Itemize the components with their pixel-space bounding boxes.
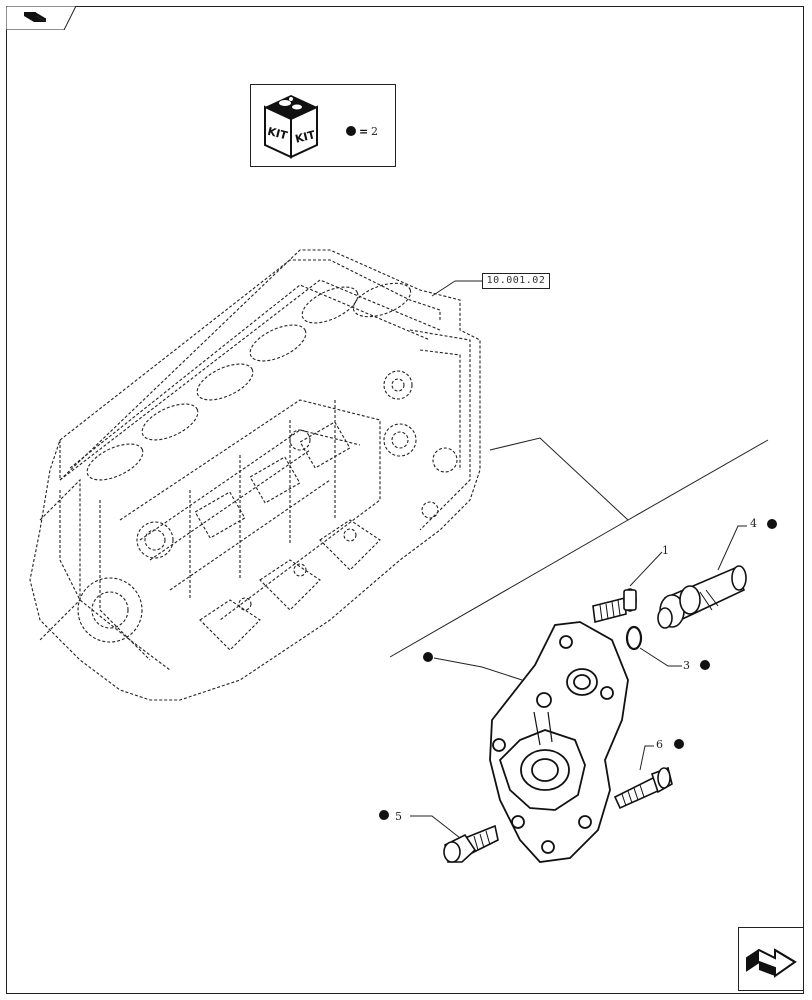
next-page-arrow-icon <box>746 948 797 978</box>
assembly-leader <box>389 437 769 658</box>
kit-quantity: 2 <box>371 125 378 138</box>
drawing-frame <box>6 6 804 994</box>
callout-6[interactable]: 6 <box>656 738 663 751</box>
cover-plate <box>489 621 629 863</box>
part-1-bolt <box>592 588 637 624</box>
part-3-o-ring <box>625 625 643 651</box>
part-4-valve <box>657 565 747 629</box>
next-page-button[interactable] <box>738 927 804 991</box>
engine-block <box>29 249 481 701</box>
callout-4[interactable]: 4 <box>750 517 757 530</box>
callout-1[interactable]: 1 <box>662 544 669 557</box>
callout-5[interactable]: 5 <box>395 810 402 823</box>
corner-tab <box>6 6 76 30</box>
kit-label-right: KIT <box>294 128 317 146</box>
kit-box-icon: KIT KIT <box>264 95 318 159</box>
callout-3-kit-marker <box>700 660 710 670</box>
cover-plate-kit-marker <box>423 652 433 662</box>
kit-marker-icon <box>346 126 356 136</box>
reference-code[interactable]: 10.001.02 <box>482 273 550 289</box>
part-5-bolt <box>443 824 499 863</box>
callout-5-kit-marker <box>379 810 389 820</box>
callout-4-kit-marker <box>767 519 777 529</box>
kit-legend: KIT KIT = 2 <box>250 84 396 167</box>
part-6-bolt <box>613 766 673 810</box>
callout-3[interactable]: 3 <box>683 659 690 672</box>
callout-6-kit-marker <box>674 739 684 749</box>
callout-leaders <box>410 525 747 839</box>
kit-equals: = <box>359 125 368 138</box>
kit-label-left: KIT <box>266 125 289 143</box>
book-icon <box>24 11 47 22</box>
